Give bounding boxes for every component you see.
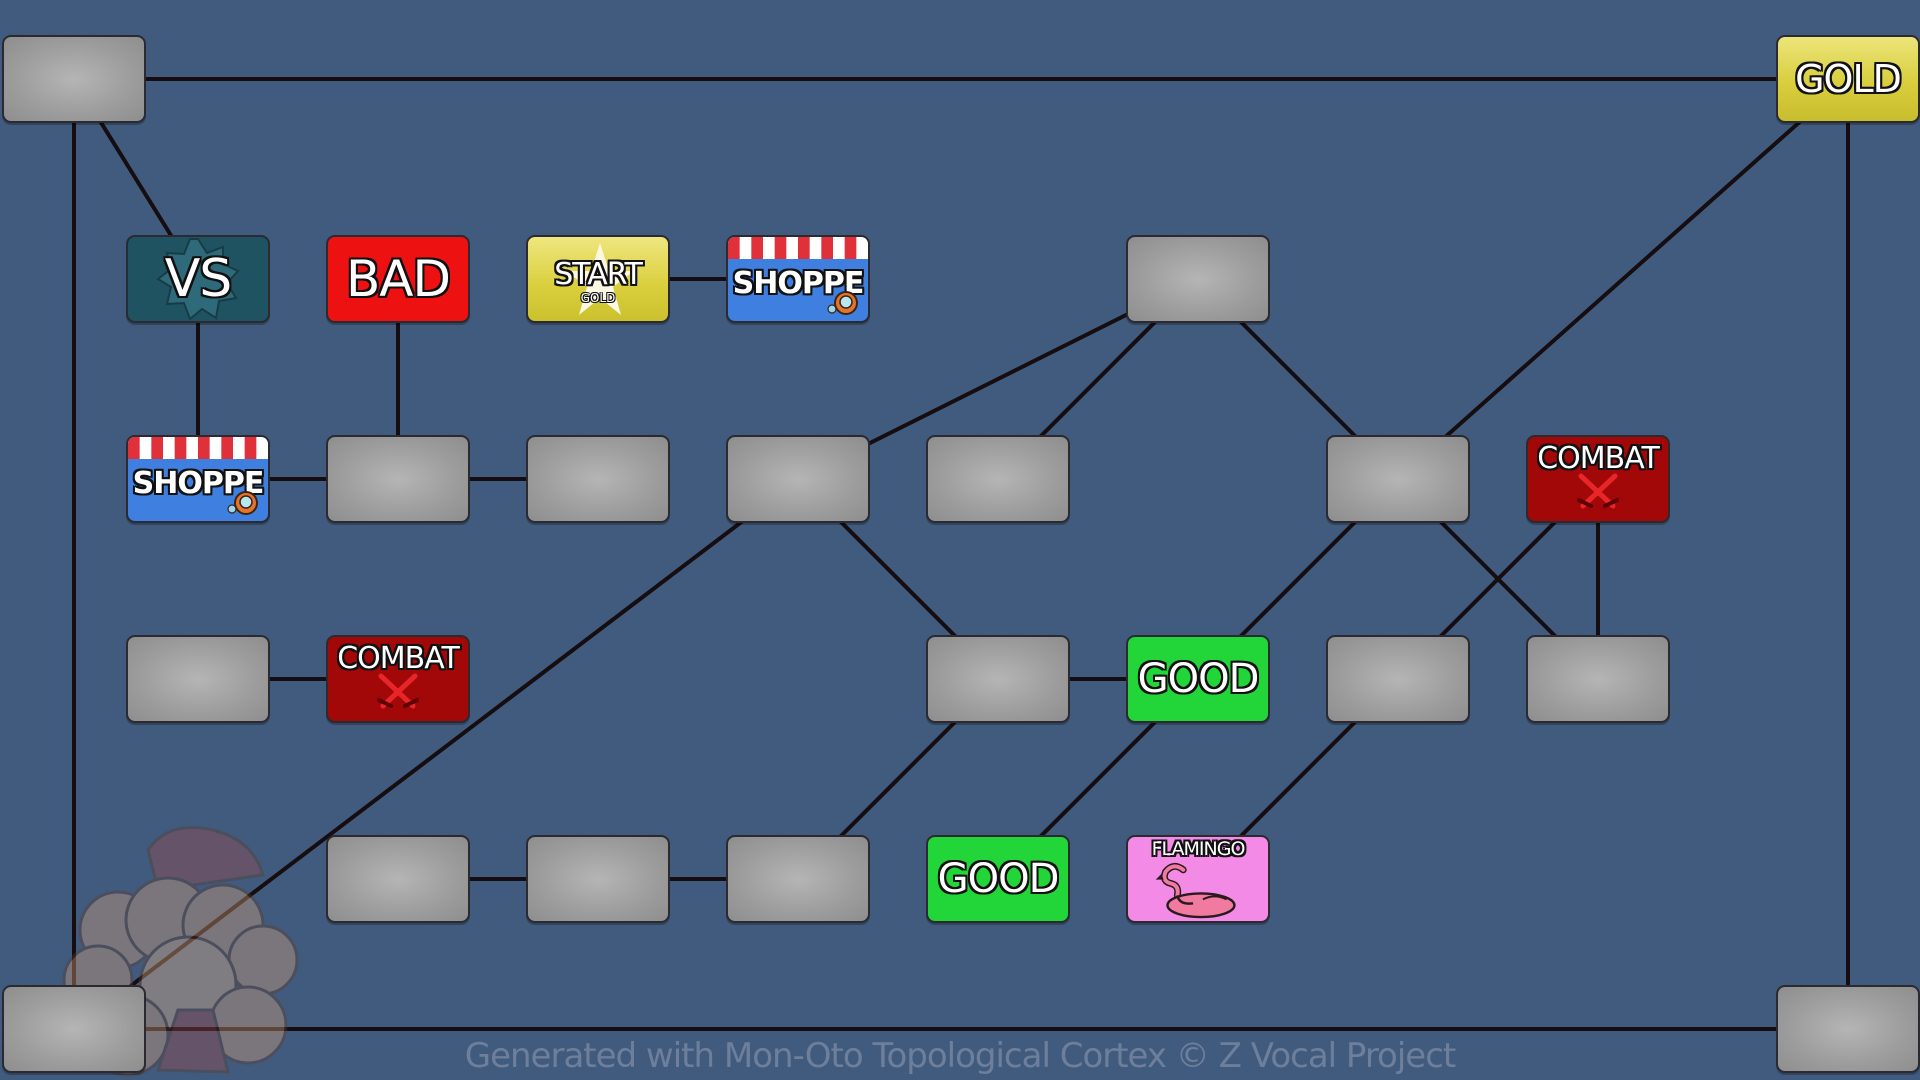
map-node-good[interactable]: GOOD bbox=[1126, 635, 1270, 723]
node-label: START bbox=[554, 256, 643, 292]
awning-icon bbox=[128, 437, 268, 459]
map-node-empty[interactable] bbox=[1326, 435, 1470, 523]
vs-burst-icon bbox=[156, 238, 240, 321]
awning-icon bbox=[728, 237, 868, 259]
footer-credit: Generated with Mon-Oto Topological Corte… bbox=[464, 1036, 1457, 1076]
node-sublabel: GOLD bbox=[580, 291, 616, 305]
crossed-swords-icon bbox=[1577, 473, 1619, 509]
map-node-empty[interactable] bbox=[526, 835, 670, 923]
map-edge bbox=[1396, 77, 1850, 481]
map-node-shoppe[interactable]: SHOPPE bbox=[726, 235, 870, 323]
node-label: COMBAT bbox=[1537, 441, 1660, 476]
map-node-combat[interactable]: COMBAT bbox=[1526, 435, 1670, 523]
map-node-empty[interactable] bbox=[1776, 985, 1920, 1073]
map-node-empty[interactable] bbox=[2, 35, 146, 123]
map-node-flamingo[interactable]: FLAMINGO bbox=[1126, 835, 1270, 923]
star-icon bbox=[566, 243, 634, 315]
map-node-shoppe[interactable]: SHOPPE bbox=[126, 435, 270, 523]
node-label: GOOD bbox=[1137, 656, 1260, 702]
map-edge bbox=[72, 477, 800, 1031]
map-node-empty[interactable] bbox=[2, 985, 146, 1073]
map-node-empty[interactable] bbox=[926, 635, 1070, 723]
map-node-gold[interactable]: GOLD bbox=[1776, 35, 1920, 123]
node-label: COMBAT bbox=[337, 641, 460, 676]
coin-icon bbox=[227, 491, 258, 515]
node-label: GOLD bbox=[1795, 57, 1902, 101]
node-label: GOOD bbox=[937, 856, 1060, 902]
map-node-good[interactable]: GOOD bbox=[926, 835, 1070, 923]
map-node-empty[interactable] bbox=[126, 635, 270, 723]
map-node-empty[interactable] bbox=[726, 835, 870, 923]
map-node-empty[interactable] bbox=[526, 435, 670, 523]
map-node-empty[interactable] bbox=[1326, 635, 1470, 723]
map-node-empty[interactable] bbox=[1126, 235, 1270, 323]
flamingo-icon bbox=[1155, 862, 1236, 919]
map-node-start[interactable]: START GOLD bbox=[526, 235, 670, 323]
map-node-empty[interactable] bbox=[926, 435, 1070, 523]
node-label: VS bbox=[164, 249, 233, 309]
map-node-empty[interactable] bbox=[726, 435, 870, 523]
map-node-empty[interactable] bbox=[1526, 635, 1670, 723]
map-node-combat[interactable]: COMBAT bbox=[326, 635, 470, 723]
map-node-empty[interactable] bbox=[326, 435, 470, 523]
map-node-empty[interactable] bbox=[326, 835, 470, 923]
node-label: BAD bbox=[345, 250, 451, 308]
map-node-vs[interactable]: VS bbox=[126, 235, 270, 323]
map-node-bad[interactable]: BAD bbox=[326, 235, 470, 323]
node-label: FLAMINGO bbox=[1151, 838, 1246, 860]
crossed-swords-icon bbox=[377, 673, 419, 709]
coin-icon bbox=[827, 291, 858, 315]
